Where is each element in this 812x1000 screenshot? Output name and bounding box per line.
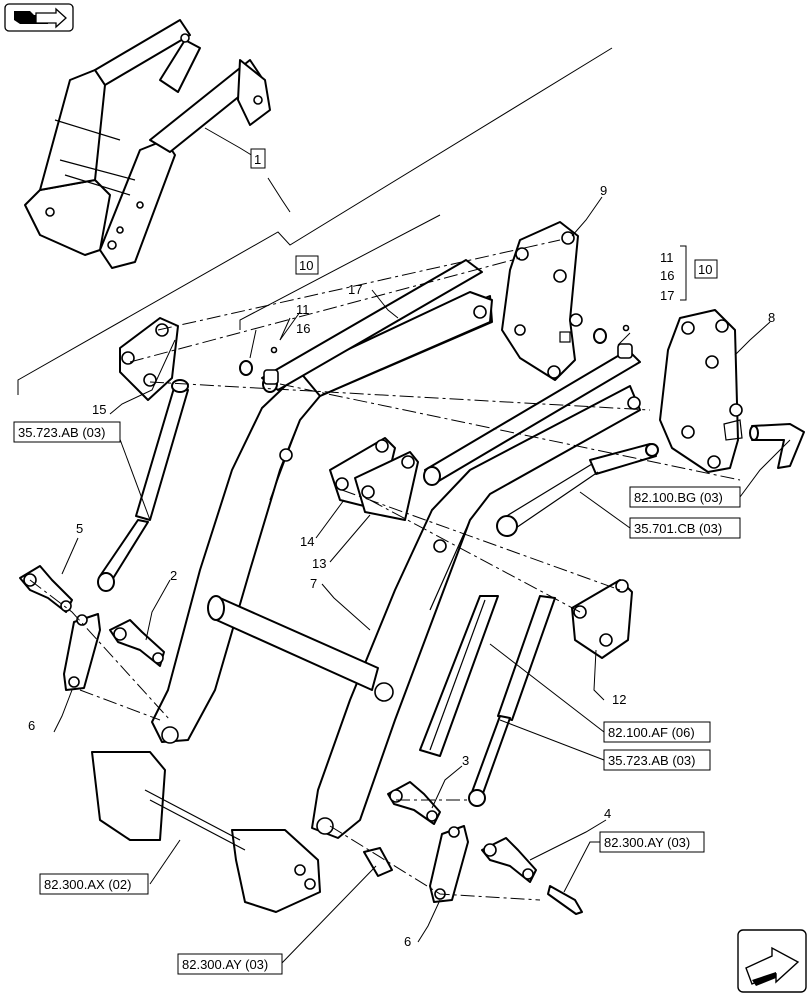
lock-pin	[749, 423, 805, 469]
ref-82100bg[interactable]: 82.100.BG (03)	[634, 490, 723, 505]
ref-82300ay-right[interactable]: 82.300.AY (03)	[604, 835, 690, 850]
plate-part-12	[571, 579, 633, 659]
bracket-part-9	[501, 221, 583, 381]
link-part-6-right	[429, 825, 469, 903]
callout-16-right: 16	[660, 268, 674, 283]
callout-1: 1	[254, 152, 261, 167]
pin-82300ay	[363, 847, 393, 877]
callout-10-left: 10	[299, 258, 313, 273]
callout-11-left: 11	[296, 302, 310, 317]
bolt-82300ay	[547, 885, 583, 915]
callout-10-right: 10	[698, 262, 712, 277]
callout-17-left: 17	[348, 282, 362, 297]
bushing-part-11-16-17-left	[239, 346, 279, 385]
callout-2: 2	[170, 568, 177, 583]
callout-8: 8	[768, 310, 775, 325]
callout-6-right: 6	[404, 934, 411, 949]
next-page-arrow-icon[interactable]	[737, 929, 807, 993]
hydraulic-cylinder-right	[496, 443, 659, 537]
plates-part-13-14	[329, 437, 419, 521]
lift-cylinder-left	[97, 379, 189, 592]
callout-3: 3	[462, 753, 469, 768]
callout-7: 7	[310, 576, 317, 591]
callout-15: 15	[92, 402, 106, 417]
bushing-part-11-16-17-right	[593, 324, 633, 359]
link-part-3	[387, 781, 441, 825]
callout-5: 5	[76, 521, 83, 536]
callout-6-left: 6	[28, 718, 35, 733]
ref-35723ab-left[interactable]: 35.723.AB (03)	[18, 425, 105, 440]
callout-14: 14	[300, 534, 314, 549]
link-part-6-left	[63, 613, 101, 691]
link-part-4	[481, 837, 537, 883]
callout-11-right: 11	[660, 250, 674, 265]
callout-16-left: 16	[296, 321, 310, 336]
callout-12: 12	[612, 692, 626, 707]
loader-overview-thumbnail	[24, 19, 271, 269]
mounting-bracket-assembly	[91, 751, 321, 913]
callout-9: 9	[600, 183, 607, 198]
link-part-2	[109, 619, 165, 667]
lift-cylinder-right	[419, 595, 556, 807]
ref-82100af[interactable]: 82.100.AF (06)	[608, 725, 695, 740]
plate-part-15	[119, 317, 179, 401]
link-part-5	[19, 565, 73, 613]
ref-35723ab-right[interactable]: 35.723.AB (03)	[608, 753, 695, 768]
callout-13: 13	[312, 556, 326, 571]
callout-4: 4	[604, 806, 611, 821]
callout-17-right: 17	[660, 288, 674, 303]
ref-82300ax[interactable]: 82.300.AX (02)	[44, 877, 131, 892]
ref-35701cb[interactable]: 35.701.CB (03)	[634, 521, 722, 536]
book-arrow-icon[interactable]	[4, 3, 74, 32]
loader-frame	[151, 259, 641, 839]
bracket-part-8	[659, 309, 743, 473]
ref-82300ay-bottom[interactable]: 82.300.AY (03)	[182, 957, 268, 972]
